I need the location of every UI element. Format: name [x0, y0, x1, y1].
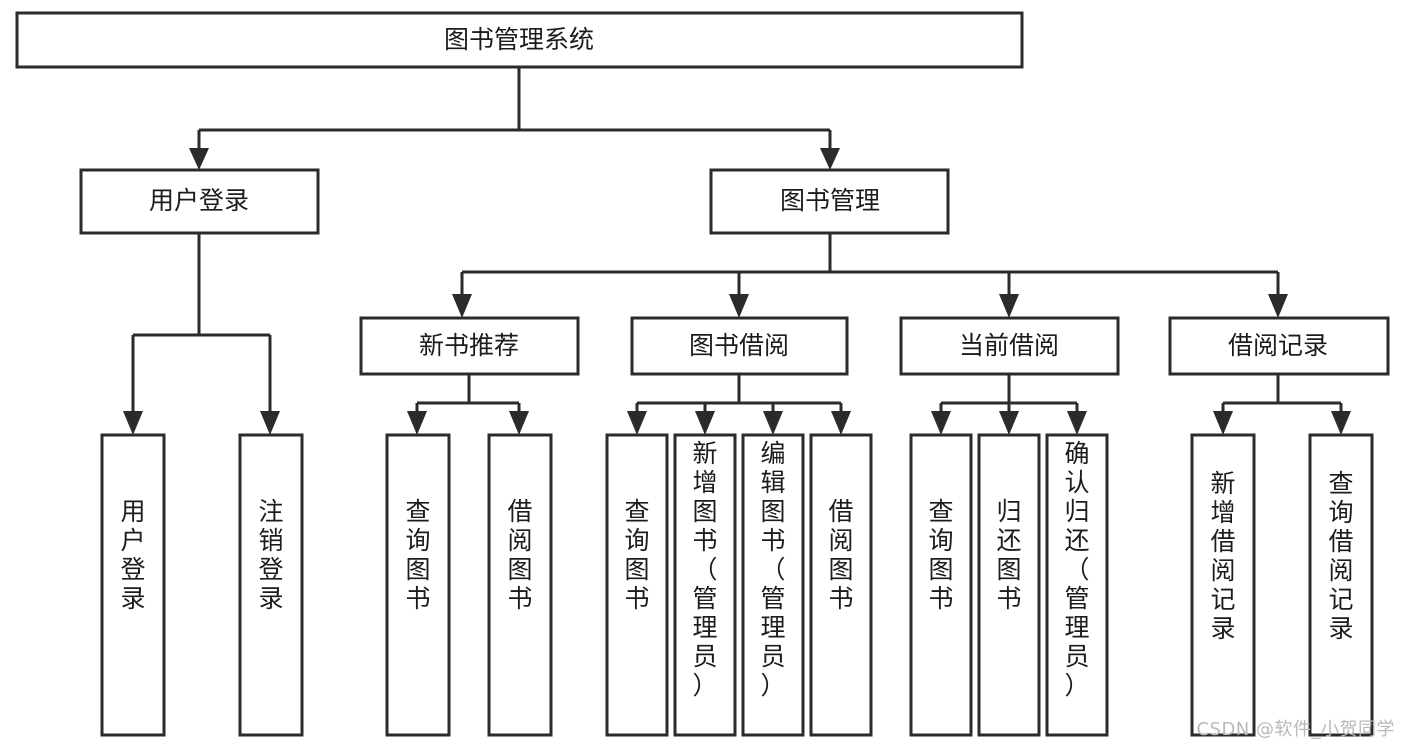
node-leaf-borrow-book-2-label: 借阅图书	[828, 497, 853, 613]
arrow-head-borrow-record	[1268, 294, 1288, 318]
connector-layer	[123, 67, 1351, 435]
node-root-box[interactable]	[15, 11, 1024, 69]
node-leaf-add-record-box[interactable]	[1190, 433, 1256, 737]
node-leaf-user-login[interactable]: 用户登录	[100, 433, 166, 737]
node-leaf-add-book[interactable]: 新增图书（管理员）	[673, 433, 737, 737]
arrow-head-leaf-logout-login	[260, 411, 280, 435]
node-leaf-confirm-return-box[interactable]	[1045, 433, 1109, 737]
node-leaf-query-book-2-label: 查询图书	[624, 497, 649, 613]
arrow-head-book-manage	[820, 148, 840, 170]
node-user-login-label: 用户登录	[149, 186, 249, 215]
arrow-head-leaf-borrow-book-2	[831, 411, 851, 435]
node-user-login-box[interactable]	[79, 168, 320, 235]
node-leaf-user-login-label: 用户登录	[120, 497, 145, 613]
node-leaf-borrow-book-1-label: 借阅图书	[507, 497, 532, 613]
arrow-head-leaf-add-book	[695, 411, 715, 435]
arrow-head-leaf-return-book	[999, 411, 1019, 435]
arrow-head-book-borrow	[729, 294, 749, 318]
node-borrow-record-box[interactable]	[1168, 316, 1390, 376]
node-user-login[interactable]: 用户登录	[79, 168, 320, 235]
node-leaf-borrow-book-1-box[interactable]	[487, 433, 553, 737]
node-leaf-logout-login-label: 注销登录	[258, 497, 283, 613]
node-root-label: 图书管理系统	[444, 25, 594, 54]
node-leaf-borrow-book-1[interactable]: 借阅图书	[487, 433, 553, 737]
arrow-head-leaf-add-record	[1213, 411, 1233, 435]
arrow-head-leaf-edit-book	[763, 411, 783, 435]
node-book-borrow-label: 图书借阅	[689, 331, 789, 360]
node-book-manage[interactable]: 图书管理	[709, 168, 950, 235]
node-leaf-edit-book[interactable]: 编辑图书（管理员）	[741, 433, 805, 737]
node-leaf-query-book-3-label: 查询图书	[928, 497, 953, 613]
node-leaf-query-record-label: 查询借阅记录	[1328, 469, 1353, 643]
node-book-borrow-box[interactable]	[630, 316, 849, 376]
node-leaf-return-book-box[interactable]	[977, 433, 1041, 737]
arrow-head-new-book-recommend	[452, 294, 472, 318]
node-book-manage-label: 图书管理	[780, 186, 880, 215]
node-new-book-recommend-label: 新书推荐	[419, 331, 519, 360]
node-current-borrow-label: 当前借阅	[959, 331, 1059, 360]
arrow-head-leaf-query-book-1	[407, 411, 427, 435]
node-leaf-query-book-1-box[interactable]	[385, 433, 451, 737]
arrow-head-leaf-borrow-book-1	[509, 411, 529, 435]
node-leaf-query-book-2-box[interactable]	[605, 433, 669, 737]
node-leaf-query-book-1[interactable]: 查询图书	[385, 433, 451, 737]
node-leaf-query-book-1-label: 查询图书	[405, 497, 430, 613]
node-leaf-edit-book-label: 编辑图书（管理员）	[760, 439, 785, 700]
node-borrow-record[interactable]: 借阅记录	[1168, 316, 1390, 376]
node-leaf-query-book-3[interactable]: 查询图书	[909, 433, 973, 737]
arrow-head-leaf-query-record	[1331, 411, 1351, 435]
node-leaf-query-record-box[interactable]	[1308, 433, 1374, 737]
node-leaf-add-record-label: 新增借阅记录	[1210, 469, 1235, 643]
arrow-head-leaf-user-login	[123, 411, 143, 435]
csdn-watermark: CSDN @软件_小贺同学	[1196, 719, 1395, 740]
node-leaf-confirm-return-label: 确认归还（管理员）	[1064, 439, 1089, 700]
node-leaf-return-book-label: 归还图书	[996, 497, 1021, 613]
node-leaf-query-book-3-box[interactable]	[909, 433, 973, 737]
arrow-head-user-login	[189, 148, 209, 170]
arrow-head-leaf-query-book-3	[931, 411, 951, 435]
node-leaf-add-book-label: 新增图书（管理员）	[692, 439, 717, 700]
node-book-borrow[interactable]: 图书借阅	[630, 316, 849, 376]
node-leaf-return-book[interactable]: 归还图书	[977, 433, 1041, 737]
node-borrow-record-label: 借阅记录	[1228, 331, 1328, 360]
node-leaf-logout-login[interactable]: 注销登录	[238, 433, 304, 737]
arrow-head-leaf-query-book-2	[627, 411, 647, 435]
node-leaf-borrow-book-2[interactable]: 借阅图书	[809, 433, 873, 737]
node-new-book-recommend[interactable]: 新书推荐	[359, 316, 580, 376]
node-leaf-confirm-return[interactable]: 确认归还（管理员）	[1045, 433, 1109, 737]
arrow-head-current-borrow	[999, 294, 1019, 318]
node-leaf-edit-book-box[interactable]	[741, 433, 805, 737]
node-leaf-query-book-2[interactable]: 查询图书	[605, 433, 669, 737]
arrow-head-leaf-confirm-return	[1067, 411, 1087, 435]
node-current-borrow-box[interactable]	[899, 316, 1120, 376]
node-leaf-user-login-box[interactable]	[100, 433, 166, 737]
node-current-borrow[interactable]: 当前借阅	[899, 316, 1120, 376]
node-leaf-query-record[interactable]: 查询借阅记录	[1308, 433, 1374, 737]
node-leaf-logout-login-box[interactable]	[238, 433, 304, 737]
node-book-manage-box[interactable]	[709, 168, 950, 235]
node-root[interactable]: 图书管理系统	[15, 11, 1024, 69]
node-new-book-recommend-box[interactable]	[359, 316, 580, 376]
node-leaf-add-record[interactable]: 新增借阅记录	[1190, 433, 1256, 737]
node-leaf-borrow-book-2-box[interactable]	[809, 433, 873, 737]
node-leaf-add-book-box[interactable]	[673, 433, 737, 737]
